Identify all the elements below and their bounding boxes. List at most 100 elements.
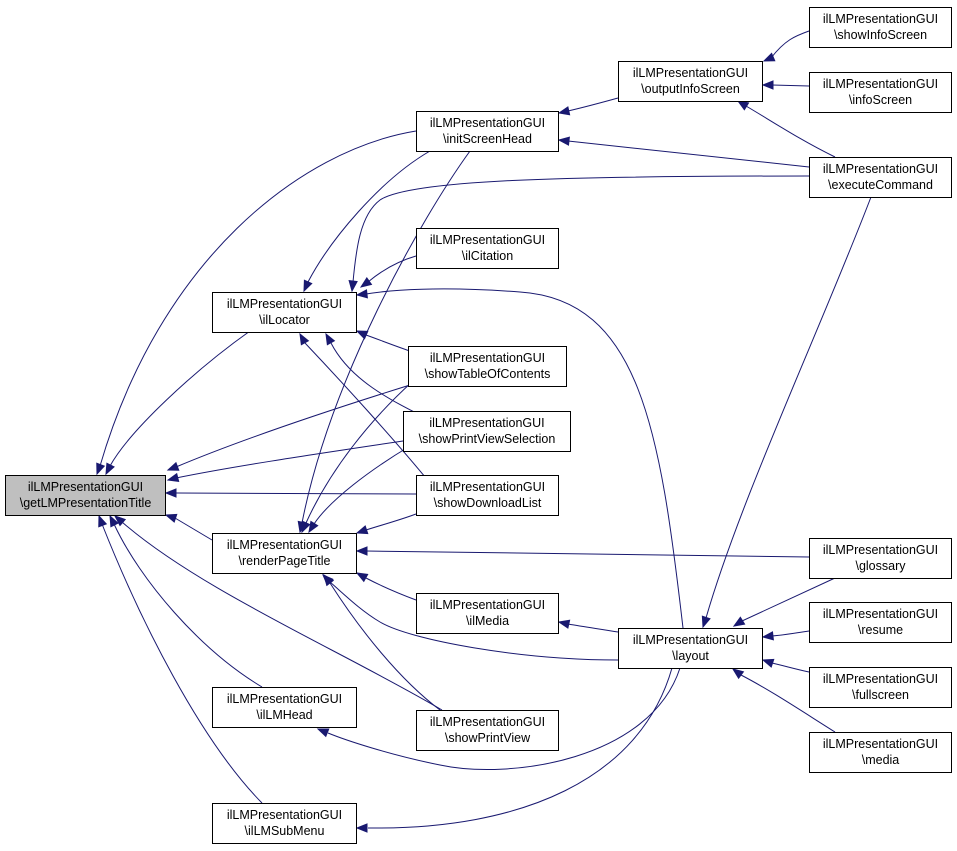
arrowhead xyxy=(113,515,127,527)
node-infoScreen[interactable]: ilLMPresentationGUI\infoScreen xyxy=(809,72,952,113)
edge-line xyxy=(567,140,810,168)
arrowhead xyxy=(355,572,369,583)
node-showDownloadList[interactable]: ilLMPresentationGUI\showDownloadList xyxy=(416,475,559,516)
node-outputInfoScreen[interactable]: ilLMPresentationGUI\outputInfoScreen xyxy=(618,61,763,102)
edge-showInfoScreen-to-outputInfoScreen xyxy=(762,30,810,62)
node-method-label: \glossary xyxy=(855,559,906,573)
edge-line xyxy=(329,581,619,661)
node-class-label: ilLMPresentationGUI xyxy=(430,351,545,365)
edge-line xyxy=(367,255,417,283)
node-ilLocator[interactable]: ilLMPresentationGUI\ilLocator xyxy=(212,292,357,333)
arrowhead xyxy=(557,619,571,629)
edge-ilCitation-to-ilLocator xyxy=(359,255,417,288)
edge-line xyxy=(101,523,263,804)
node-ilMedia[interactable]: ilLMPresentationGUI \ilMedia xyxy=(416,593,559,634)
edge-line xyxy=(365,577,417,601)
node-layout[interactable]: ilLMPresentationGUI\layout xyxy=(618,628,763,669)
edge-showTableOfContents-to-ilLocator xyxy=(355,330,411,352)
edge-line xyxy=(301,150,471,524)
node-box xyxy=(212,687,357,728)
edge-ilMedia-to-renderPageTitle xyxy=(355,572,417,601)
node-box xyxy=(212,292,357,333)
node-resume[interactable]: ilLMPresentationGUI\resume xyxy=(809,602,952,643)
edge-line xyxy=(771,662,810,673)
node-method-label: \showPrintViewSelection xyxy=(419,432,556,446)
edge-line xyxy=(367,667,673,829)
node-ilLMSubMenu[interactable]: ilLMPresentationGUI\ilLMSubMenu xyxy=(212,803,357,844)
node-box xyxy=(416,228,559,269)
nodes: ilLMPresentationGUI\getLMPresentationTit… xyxy=(5,7,952,844)
node-renderPageTitle[interactable]: ilLMPresentationGUI\renderPageTitle xyxy=(212,533,357,574)
node-method-label: \ilCitation xyxy=(462,249,513,263)
edge-line xyxy=(175,440,404,479)
node-initScreenHead[interactable]: ilLMPresentationGUI\initScreenHead xyxy=(416,111,559,152)
node-class-label: ilLMPresentationGUI xyxy=(430,598,545,612)
arrowhead xyxy=(355,289,368,299)
node-box xyxy=(809,157,952,198)
arrowhead xyxy=(109,514,119,528)
node-class-label: ilLMPresentationGUI xyxy=(823,162,938,176)
node-box xyxy=(809,667,952,708)
arrowhead xyxy=(166,461,180,471)
node-method-label: \ilMedia xyxy=(466,614,509,628)
node-box xyxy=(5,475,166,516)
node-executeCommand[interactable]: ilLMPresentationGUI \executeCommand xyxy=(809,157,952,198)
arrowhead xyxy=(323,573,335,587)
node-class-label: ilLMPresentationGUI xyxy=(823,77,938,91)
node-method-label: \ilLMHead xyxy=(256,708,312,722)
arrowhead xyxy=(355,546,368,556)
edge-line xyxy=(770,30,810,59)
edge-executeCommand-to-ilLocator xyxy=(348,175,810,293)
node-glossary[interactable]: ilLMPresentationGUI \glossary xyxy=(809,538,952,579)
arrowhead xyxy=(105,462,115,476)
edge-line xyxy=(304,342,431,484)
node-class-label: ilLMPresentationGUI xyxy=(823,672,938,686)
arrowhead xyxy=(316,728,330,738)
node-ilCitation[interactable]: ilLMPresentationGUI\ilCitation xyxy=(416,228,559,269)
node-ilLMHead[interactable]: ilLMPresentationGUI\ilLMHead xyxy=(212,687,357,728)
node-class-label: ilLMPresentationGUI xyxy=(28,480,143,494)
edge-showPrintViewSelection-to-getLMPresentationTitle xyxy=(166,440,404,483)
node-getLMPresentationTitle[interactable]: ilLMPresentationGUI\getLMPresentationTit… xyxy=(5,475,166,516)
node-showPrintView[interactable]: ilLMPresentationGUI\showPrintView xyxy=(416,710,559,751)
arrowhead xyxy=(166,472,180,483)
node-method-label: \executeCommand xyxy=(828,178,933,192)
node-showInfoScreen[interactable]: ilLMPresentationGUI\showInfoScreen xyxy=(809,7,952,48)
node-class-label: ilLMPresentationGUI xyxy=(633,66,748,80)
arrowhead xyxy=(761,80,774,90)
arrowhead xyxy=(325,332,336,346)
arrowhead xyxy=(736,100,750,111)
node-class-label: ilLMPresentationGUI xyxy=(823,12,938,26)
edge-showPrintView-to-getLMPresentationTitle xyxy=(113,515,443,711)
node-box xyxy=(212,803,357,844)
node-box xyxy=(416,593,559,634)
arrowhead xyxy=(355,823,368,833)
arrowhead xyxy=(164,488,177,498)
node-class-label: ilLMPresentationGUI xyxy=(430,116,545,130)
node-showPrintViewSelection[interactable]: ilLMPresentationGUI\showPrintViewSelecti… xyxy=(403,411,571,452)
node-box xyxy=(809,538,952,579)
arrowhead xyxy=(308,520,319,534)
edge-line xyxy=(174,517,213,541)
node-method-label: \ilLocator xyxy=(259,313,310,327)
edge-layout-to-ilLocator xyxy=(355,288,684,629)
edge-line xyxy=(741,577,836,622)
node-class-label: ilLMPresentationGUI xyxy=(227,808,342,822)
arrowhead xyxy=(557,136,570,146)
edge-line xyxy=(365,513,417,531)
node-fullscreen[interactable]: ilLMPresentationGUI\fullscreen xyxy=(809,667,952,708)
arrowhead xyxy=(348,280,358,293)
node-method-label: \showDownloadList xyxy=(434,496,542,510)
node-class-label: ilLMPresentationGUI xyxy=(227,538,342,552)
edge-initScreenHead-to-getLMPresentationTitle xyxy=(96,130,417,476)
node-media[interactable]: ilLMPresentationGUI\media xyxy=(809,732,952,773)
arrowhead xyxy=(701,615,711,629)
arrowhead xyxy=(355,525,369,535)
node-showTableOfContents[interactable]: ilLMPresentationGUI\showTableOfContents xyxy=(408,346,567,387)
arrowhead xyxy=(731,668,745,680)
node-box xyxy=(403,411,571,452)
node-box xyxy=(809,72,952,113)
edge-line xyxy=(567,623,619,633)
node-class-label: ilLMPresentationGUI xyxy=(823,543,938,557)
edge-line xyxy=(307,150,431,283)
